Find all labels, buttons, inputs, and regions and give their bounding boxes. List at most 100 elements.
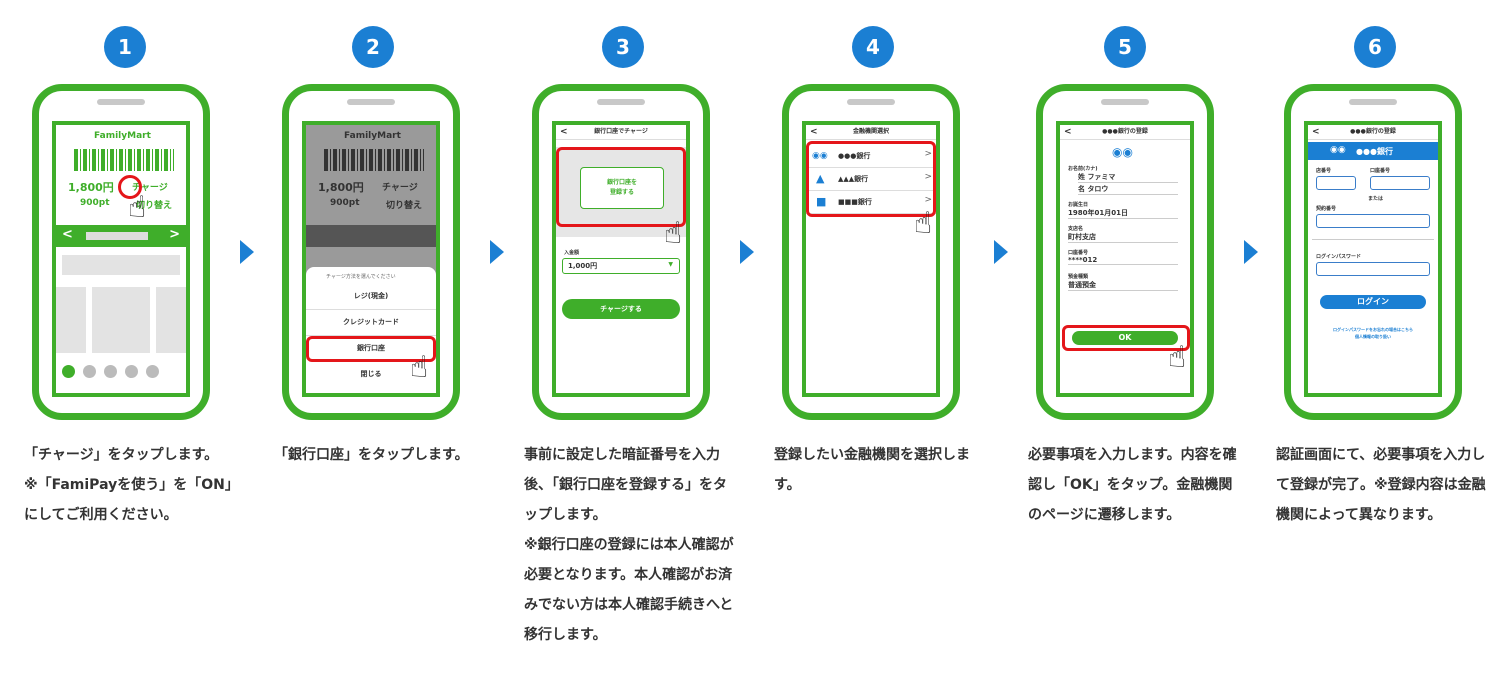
option-credit-card[interactable]: クレジットカード xyxy=(343,318,399,326)
circles-logo-icon: ◉◉ xyxy=(1330,145,1346,155)
square-logo-icon: ■ xyxy=(816,195,827,208)
placeholder-card xyxy=(156,287,186,353)
phone-screen: <●●●銀行の登録 ◉◉ ●●●銀行 店番号 口座番号 または 契約番号 ログイ… xyxy=(1304,121,1442,397)
switch-label[interactable]: 切り替え xyxy=(136,201,173,211)
step-description: 認証画面にて、必要事項を入力して登録が完了。※登録内容は金融機関によって異なりま… xyxy=(1276,447,1486,523)
phone-screen: FamilyMart 1,800円 チャージ 900pt 切り替え チャージ方法… xyxy=(302,121,440,397)
phone-mockup: < 銀行口座でチャージ 銀行口座を 登録する ☝ 入金額 1,000円 ▼ チャー… xyxy=(532,84,710,420)
step-4: 4 < 金融機関選択 ◉◉ ●●●銀行 > ▲ ▲▲▲銀行 > ■ ■■■銀行 >… xyxy=(774,0,994,689)
charge-link: チャージ xyxy=(382,183,418,193)
phone-mockup: FamilyMart 1,800円 チャージ 900pt 切り替え チャージ方法… xyxy=(282,84,460,420)
chevron-right-icon[interactable]: > xyxy=(169,227,180,242)
divider xyxy=(306,335,436,336)
divider xyxy=(306,309,436,310)
contract-number-label: 契約番号 xyxy=(1316,206,1337,212)
pointing-hand-icon: ☝ xyxy=(410,350,429,385)
ok-button[interactable]: OK xyxy=(1072,331,1178,345)
chevron-left-icon[interactable]: < xyxy=(62,227,73,242)
bank-row[interactable]: ■ ■■■銀行 > xyxy=(806,191,936,214)
familymart-logo: FamilyMart xyxy=(94,131,151,141)
page-dots xyxy=(62,363,159,382)
screen-header: <●●●銀行の登録 xyxy=(1308,125,1438,140)
screen-title: 銀行口座でチャージ xyxy=(594,128,648,135)
store-number-label: 店番号 xyxy=(1316,168,1332,174)
bank-row[interactable]: ▲ ▲▲▲銀行 > xyxy=(806,168,936,191)
given-name-value: 名 タロウ xyxy=(1078,184,1178,195)
store-number-input[interactable] xyxy=(1316,176,1356,190)
charge-link[interactable]: チャージ xyxy=(132,183,168,193)
back-chevron-icon[interactable]: < xyxy=(560,127,568,137)
dob-label: お誕生日 xyxy=(1068,202,1089,208)
step-number: 5 xyxy=(1104,26,1146,68)
contract-number-input[interactable] xyxy=(1316,214,1430,228)
account-number-label: 口座番号 xyxy=(1370,168,1391,174)
dot xyxy=(104,365,117,378)
dropdown-caret-icon: ▼ xyxy=(668,261,673,268)
chevron-right-icon: > xyxy=(924,195,932,205)
back-chevron-icon[interactable]: < xyxy=(1312,127,1320,137)
amount-value: 1,000円 xyxy=(568,262,598,270)
phone-speaker xyxy=(847,99,895,105)
step-number: 6 xyxy=(1354,26,1396,68)
placeholder-card xyxy=(56,287,86,353)
carousel-slot xyxy=(86,232,148,240)
bank-name: ■■■銀行 xyxy=(838,198,872,206)
deposit-type-value: 普通預金 xyxy=(1068,280,1178,291)
circles-logo-icon: ◉◉ xyxy=(812,151,828,161)
step-6: 6 <●●●銀行の登録 ◉◉ ●●●銀行 店番号 口座番号 または 契約番号 ロ… xyxy=(1276,0,1496,689)
circles-logo-icon: ◉◉ xyxy=(1112,145,1133,159)
surname: ファミマ xyxy=(1087,173,1116,181)
back-chevron-icon[interactable]: < xyxy=(1064,127,1072,137)
screen-header: < ●●●銀行の登録 xyxy=(1060,125,1190,140)
screen-title: 金融機関選択 xyxy=(852,128,889,135)
password-input[interactable] xyxy=(1316,262,1430,276)
phone-mockup: FamilyMart 1,800円 チャージ 900pt 切り替え < > ☝ xyxy=(32,84,210,420)
dob-value: 1980年01月01日 xyxy=(1068,208,1178,219)
screen-header: < 金融機関選択 xyxy=(806,125,936,140)
tap-highlight xyxy=(806,141,936,217)
phone-mockup: <●●●銀行の登録 ◉◉ ●●●銀行 店番号 口座番号 または 契約番号 ログイ… xyxy=(1284,84,1462,420)
phone-speaker xyxy=(347,99,395,105)
back-chevron-icon[interactable]: < xyxy=(810,127,818,137)
bottom-sheet: チャージ方法を選んでください レジ(現金) クレジットカード 銀行口座 閉じる xyxy=(306,267,436,393)
step-number: 4 xyxy=(852,26,894,68)
name-label: お名前(カナ) xyxy=(1068,166,1098,172)
or-label: または xyxy=(1368,196,1384,202)
amount-select[interactable]: 1,000円 ▼ xyxy=(562,258,680,274)
account-number-input[interactable] xyxy=(1370,176,1430,190)
divider xyxy=(1312,239,1434,240)
carousel-bar[interactable]: < > xyxy=(56,225,186,247)
pointing-hand-icon: ☝ xyxy=(128,190,147,225)
phone-screen: FamilyMart 1,800円 チャージ 900pt 切り替え < > ☝ xyxy=(52,121,190,397)
privacy-link[interactable]: 個人情報の取り扱い xyxy=(1355,334,1391,339)
option-cash[interactable]: レジ(現金) xyxy=(353,292,389,300)
step-description: 必要事項を入力します。内容を確認し「OK」をタップ。金融機関のページに遷移します… xyxy=(1028,447,1237,523)
register-bank-button[interactable]: 銀行口座を 登録する xyxy=(580,167,664,209)
placeholder-bar xyxy=(62,255,180,275)
login-button[interactable]: ログイン xyxy=(1320,295,1426,309)
option-close[interactable]: 閉じる xyxy=(360,370,382,378)
dot-active xyxy=(62,365,75,378)
phone-speaker xyxy=(97,99,145,105)
phone-speaker xyxy=(1101,99,1149,105)
password-label: ログインパスワード xyxy=(1316,254,1362,260)
bank-name: ●●●銀行 xyxy=(1356,147,1393,156)
branch-label: 支店名 xyxy=(1068,226,1084,232)
step-5: 5 <●●●銀行の登録 ◉◉ お名前(カナ) 姓 ファミマ 名 タロウ お誕生日… xyxy=(1028,0,1248,689)
option-bank-account[interactable]: 銀行口座 xyxy=(357,344,385,352)
next-arrow-icon xyxy=(994,240,1008,264)
pointing-hand-icon: ☝ xyxy=(664,216,683,251)
amount-label: 入金額 xyxy=(564,250,580,256)
step-2: 2 FamilyMart 1,800円 チャージ 900pt 切り替え チャージ… xyxy=(274,0,494,689)
forgot-password-link[interactable]: ログインパスワードをお忘れの場合はこちら xyxy=(1333,327,1413,332)
screen-title: ●●●銀行の登録 xyxy=(1102,128,1148,135)
pointing-hand-icon: ☝ xyxy=(1168,340,1187,375)
charge-button[interactable]: チャージする xyxy=(562,299,680,319)
step-number: 2 xyxy=(352,26,394,68)
next-arrow-icon xyxy=(1244,240,1258,264)
bank-row[interactable]: ◉◉ ●●●銀行 > xyxy=(806,145,936,168)
carousel-bar xyxy=(306,225,436,247)
tap-highlight xyxy=(306,336,436,362)
barcode xyxy=(74,149,174,171)
register-bank-label: 銀行口座を 登録する xyxy=(606,179,637,196)
